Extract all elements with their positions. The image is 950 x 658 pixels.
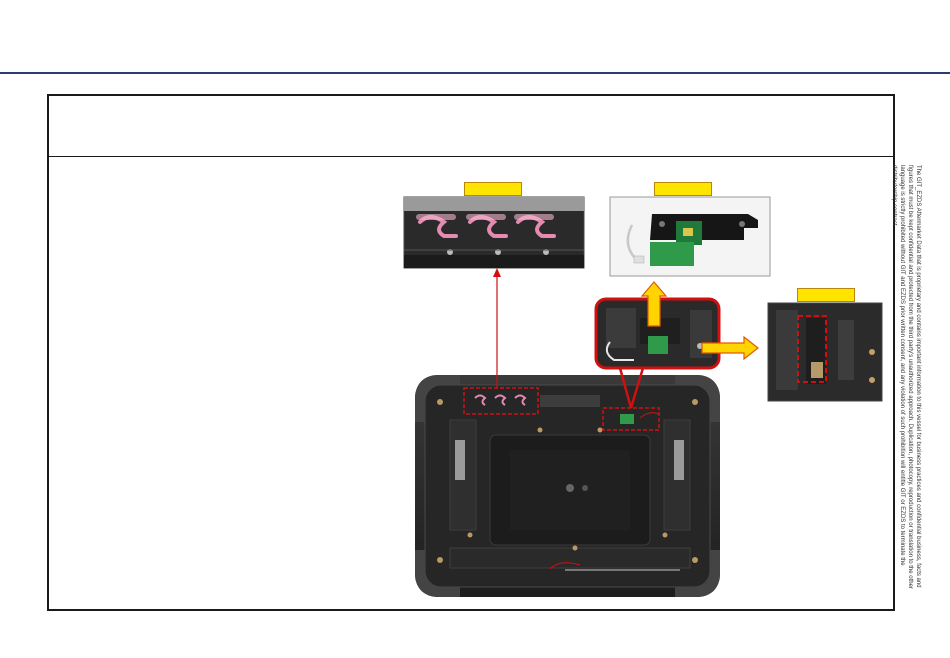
antenna-closeup-photo: [403, 196, 585, 269]
callout-lines: [493, 268, 645, 409]
right-arrow-icon: [701, 335, 759, 361]
disclaimer-text: The GIT_EZDS Aftermarket Data that is pr…: [891, 165, 921, 589]
connector-label-tag: [797, 288, 855, 302]
mid-callout-photo: [594, 297, 721, 370]
up-arrow-icon: [640, 281, 668, 327]
tablet-chassis-photo: [415, 375, 720, 597]
header-rule: [0, 72, 950, 74]
sensor-board-photo: [609, 196, 771, 277]
connector-closeup-photo: [767, 302, 883, 402]
antenna-label-tag: [464, 182, 522, 196]
frame-divider: [47, 156, 895, 157]
confidentiality-disclaimer: The GIT_EZDS Aftermarket Data that is pr…: [891, 165, 926, 595]
content-frame: [47, 94, 895, 611]
sensor-board-label-tag: [654, 182, 712, 196]
